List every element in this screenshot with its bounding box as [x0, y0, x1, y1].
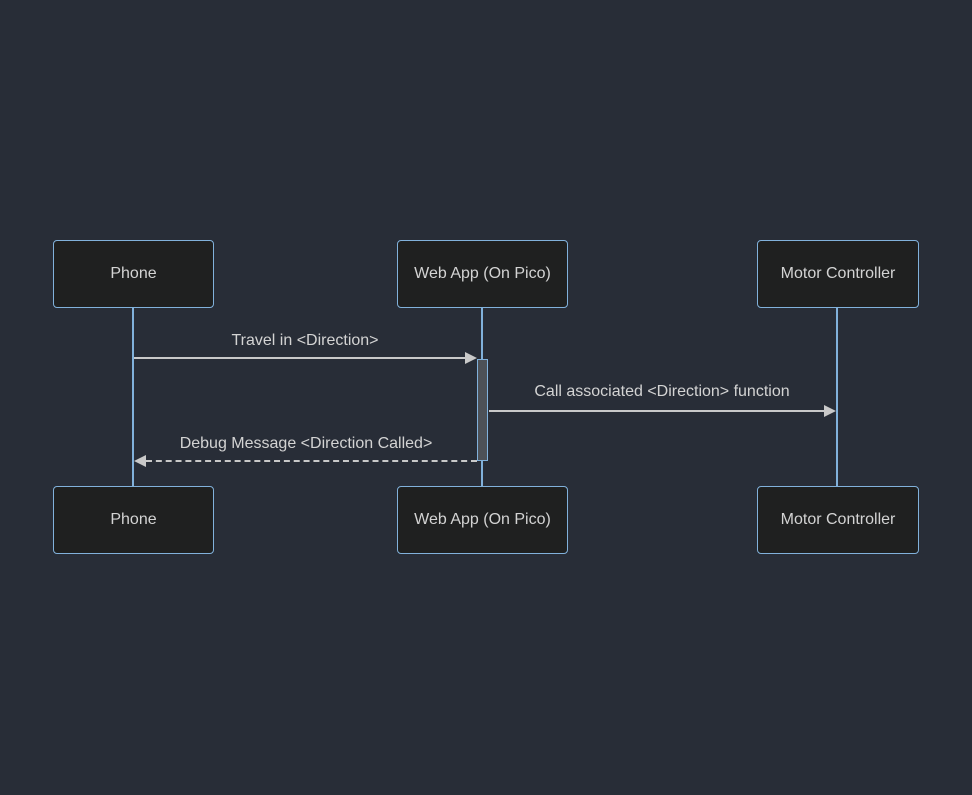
- message-label-debug: Debug Message <Direction Called>: [179, 435, 433, 452]
- actor-label-webapp-top: Web App (On Pico): [414, 265, 551, 282]
- actor-label-webapp-bottom: Web App (On Pico): [414, 511, 551, 528]
- actor-label-motor-bottom: Motor Controller: [780, 511, 896, 528]
- arrowhead-right-icon: [465, 352, 477, 364]
- actor-box-webapp-top: Web App (On Pico): [397, 240, 568, 308]
- actor-label-phone-top: Phone: [110, 265, 157, 282]
- actor-box-phone-top: Phone: [53, 240, 214, 308]
- actor-label-phone-bottom: Phone: [110, 511, 157, 528]
- actor-label-motor-top: Motor Controller: [780, 265, 896, 282]
- lifeline-phone: [132, 308, 134, 486]
- arrowhead-left-icon: [134, 455, 146, 467]
- activation-bar-webapp: [477, 359, 488, 461]
- message-line-debug: [146, 460, 477, 462]
- message-line-call-function: [489, 410, 824, 412]
- message-line-travel: [134, 357, 465, 359]
- actor-box-webapp-bottom: Web App (On Pico): [397, 486, 568, 554]
- actor-box-phone-bottom: Phone: [53, 486, 214, 554]
- arrowhead-right-icon: [824, 405, 836, 417]
- message-label-travel: Travel in <Direction>: [231, 332, 379, 349]
- message-label-call-function: Call associated <Direction> function: [534, 383, 790, 400]
- actor-box-motor-top: Motor Controller: [757, 240, 919, 308]
- lifeline-motor: [836, 308, 838, 486]
- actor-box-motor-bottom: Motor Controller: [757, 486, 919, 554]
